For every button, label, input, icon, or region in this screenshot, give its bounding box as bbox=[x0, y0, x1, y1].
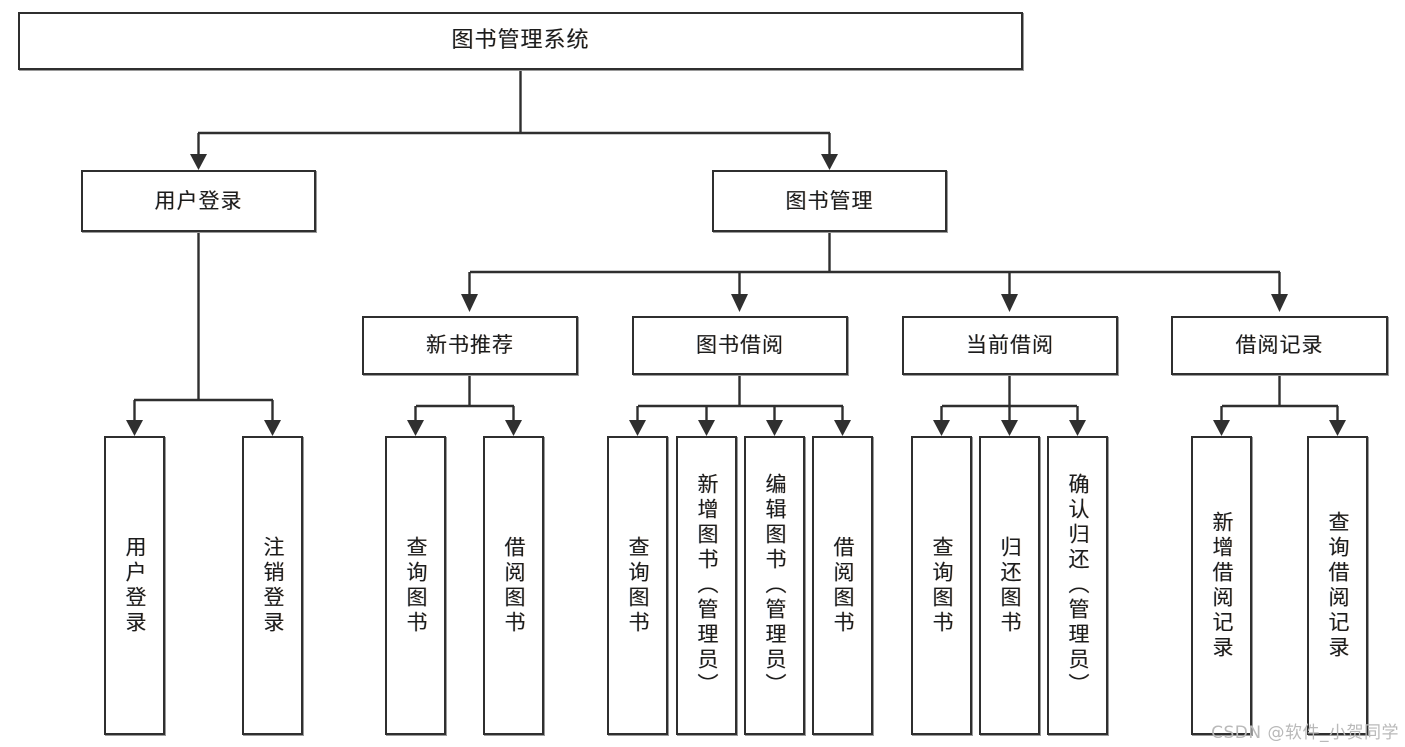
node-leaf-query-borrow-record[interactable]: 查询借阅记录 bbox=[1307, 436, 1368, 735]
node-label: 借阅图书 bbox=[502, 535, 526, 636]
node-label: 图书借阅 bbox=[696, 333, 784, 358]
arrowhead-leaf-return-book bbox=[1001, 420, 1018, 436]
node-new-book-recommend[interactable]: 新书推荐 bbox=[362, 316, 578, 375]
node-leaf-borrow-book-recommend[interactable]: 借阅图书 bbox=[483, 436, 544, 735]
watermark-text: CSDN @软件_小贺同学 bbox=[1211, 723, 1399, 743]
arrowhead-leaf-query-book-1 bbox=[407, 420, 424, 436]
node-label: 用户登录 bbox=[123, 535, 147, 636]
arrowhead-borrow-record bbox=[1271, 294, 1288, 312]
node-label: 查询图书 bbox=[626, 535, 650, 636]
node-label: 确认归还（管理员） bbox=[1066, 473, 1090, 698]
node-user-login[interactable]: 用户登录 bbox=[81, 170, 316, 232]
arrowhead-leaf-user-login bbox=[126, 420, 143, 436]
node-leaf-borrow-book[interactable]: 借阅图书 bbox=[812, 436, 873, 735]
arrowhead-leaf-query-record bbox=[1329, 420, 1346, 436]
node-leaf-add-borrow-record[interactable]: 新增借阅记录 bbox=[1191, 436, 1252, 735]
node-label: 归还图书 bbox=[998, 535, 1022, 636]
node-label: 图书管理 bbox=[785, 188, 874, 213]
node-label: 编辑图书（管理员） bbox=[763, 473, 787, 698]
node-label: 当前借阅 bbox=[966, 333, 1054, 358]
node-label: 借阅图书 bbox=[831, 535, 855, 636]
arrowhead-current-borrow bbox=[1001, 294, 1018, 312]
arrowhead-leaf-borrow-book-2 bbox=[834, 420, 851, 436]
arrowhead-leaf-add-book bbox=[698, 420, 715, 436]
node-label: 用户登录 bbox=[154, 188, 243, 213]
node-leaf-logout-login[interactable]: 注销登录 bbox=[242, 436, 303, 735]
arrowhead-leaf-add-record bbox=[1213, 420, 1230, 436]
node-borrow-record[interactable]: 借阅记录 bbox=[1171, 316, 1388, 375]
arrowhead-leaf-confirm-return bbox=[1069, 420, 1086, 436]
node-leaf-query-book-borrow[interactable]: 查询图书 bbox=[607, 436, 668, 735]
arrowhead-leaf-borrow-book-1 bbox=[505, 420, 522, 436]
node-label: 借阅记录 bbox=[1235, 333, 1324, 358]
node-label: 查询图书 bbox=[930, 535, 954, 636]
arrowhead-leaf-edit-book bbox=[766, 420, 783, 436]
arrowhead-book-borrow bbox=[731, 294, 748, 312]
node-leaf-add-book[interactable]: 新增图书（管理员） bbox=[676, 436, 737, 735]
node-current-borrow[interactable]: 当前借阅 bbox=[902, 316, 1118, 375]
node-label: 查询借阅记录 bbox=[1326, 510, 1350, 661]
node-leaf-edit-book[interactable]: 编辑图书（管理员） bbox=[744, 436, 805, 735]
arrowhead-leaf-logout-login bbox=[264, 420, 281, 436]
node-label: 图书管理系统 bbox=[451, 28, 590, 54]
arrowhead-new-book-recommend bbox=[461, 294, 478, 312]
arrowhead-user-login bbox=[190, 154, 207, 170]
node-label: 注销登录 bbox=[261, 535, 285, 636]
node-book-management[interactable]: 图书管理 bbox=[712, 170, 947, 232]
arrowhead-leaf-query-book-3 bbox=[933, 420, 950, 436]
node-leaf-query-book-current[interactable]: 查询图书 bbox=[911, 436, 972, 735]
node-label: 新书推荐 bbox=[426, 333, 514, 358]
arrowhead-book-management bbox=[821, 154, 838, 170]
node-label: 查询图书 bbox=[404, 535, 428, 636]
node-book-borrow[interactable]: 图书借阅 bbox=[632, 316, 848, 375]
node-leaf-return-book[interactable]: 归还图书 bbox=[979, 436, 1040, 735]
node-leaf-confirm-return[interactable]: 确认归还（管理员） bbox=[1047, 436, 1108, 735]
node-label: 新增借阅记录 bbox=[1210, 510, 1234, 661]
node-label: 新增图书（管理员） bbox=[695, 473, 719, 698]
node-leaf-query-book-recommend[interactable]: 查询图书 bbox=[385, 436, 446, 735]
node-root-book-management-system[interactable]: 图书管理系统 bbox=[18, 12, 1023, 70]
node-leaf-user-login[interactable]: 用户登录 bbox=[104, 436, 165, 735]
arrowhead-leaf-query-book-2 bbox=[629, 420, 646, 436]
